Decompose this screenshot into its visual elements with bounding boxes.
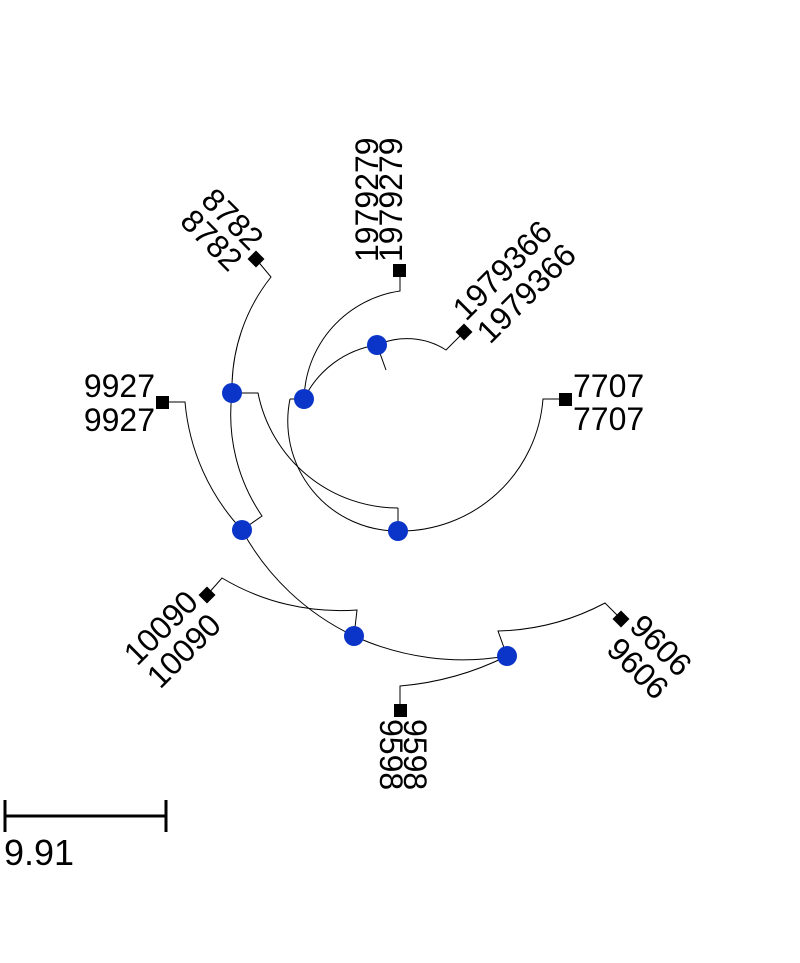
tip-label-7707-line1: 7707: [573, 368, 644, 404]
tip-diamond-marker: [612, 610, 630, 628]
tip-label-9927-line1: 9927: [84, 368, 155, 404]
tip-label-1979279-line2: 1979279: [349, 137, 385, 262]
branch: [303, 344, 378, 400]
tip-square-marker: [394, 704, 407, 717]
branch: [162, 401, 243, 531]
tip-square-marker: [559, 393, 572, 406]
internal-nodes: [222, 335, 517, 666]
branch: [353, 635, 508, 661]
internal-node: [388, 521, 408, 541]
tip-label-9598-line1: 9598: [397, 719, 433, 790]
branch: [230, 392, 263, 531]
scale-bar: 9.91: [3, 800, 168, 873]
scale-bar-line: [3, 800, 168, 832]
tip-diamond-marker: [455, 323, 473, 341]
branch: [232, 392, 399, 509]
internal-node: [232, 520, 252, 540]
tip-label-9927-line2: 9927: [84, 402, 155, 438]
tip-diamond-marker: [198, 586, 216, 604]
internal-node: [222, 383, 242, 403]
branch: [399, 655, 508, 710]
tip-markers: [156, 250, 630, 717]
branch: [287, 398, 399, 532]
tip-label-7707-line2: 7707: [573, 401, 644, 437]
tip-square-marker: [393, 264, 406, 277]
branch: [397, 398, 565, 532]
branch: [497, 602, 622, 657]
branch: [241, 529, 355, 637]
internal-node: [344, 626, 364, 646]
internal-node: [367, 335, 387, 355]
tip-square-marker: [156, 396, 169, 409]
internal-node: [294, 389, 314, 409]
tip-labels: 7707 7707 1979366 1979366 1979279 197927…: [84, 137, 699, 790]
branch: [206, 577, 358, 637]
branch: [231, 258, 272, 394]
tip-diamond-marker: [247, 250, 265, 268]
tip-label-1979279-line1: 1979279: [373, 137, 409, 262]
branch: [376, 331, 465, 351]
tree-branches: [162, 258, 622, 710]
internal-node: [497, 646, 517, 666]
tip-label-9598-line2: 9598: [373, 719, 409, 790]
scale-bar-label: 9.91: [4, 832, 74, 873]
branch: [303, 270, 401, 400]
